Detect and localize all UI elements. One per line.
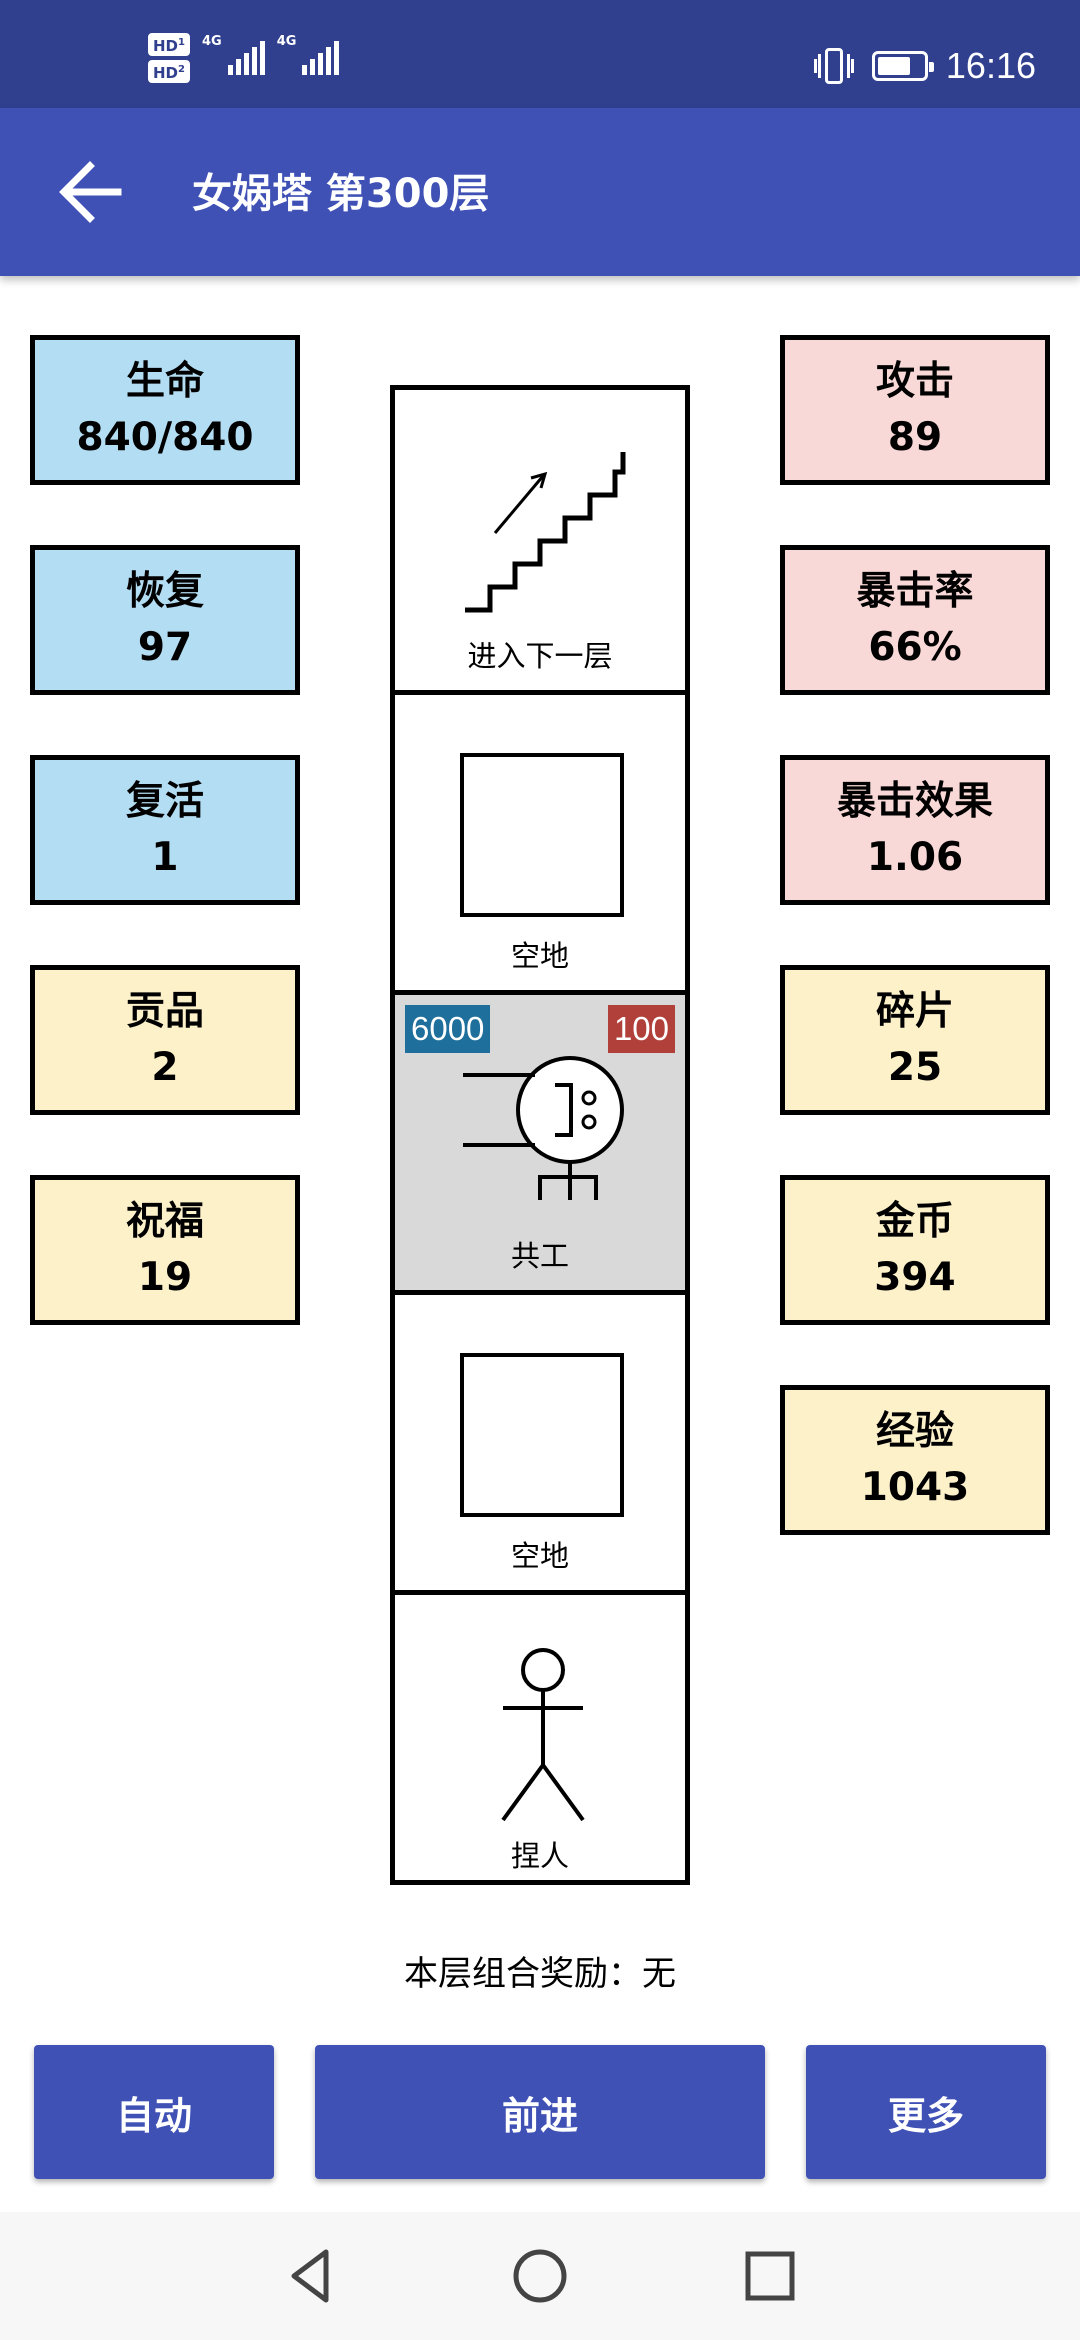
stairs-up-icon	[465, 452, 626, 613]
stat-value: 1.06	[866, 835, 964, 880]
vibrate-icon	[813, 48, 854, 84]
signal-strength-1-icon	[227, 41, 265, 75]
stat-crit-effect: 暴击效果 1.06	[780, 755, 1050, 905]
stick-figure-icon	[501, 1648, 585, 1822]
more-button[interactable]: 更多	[806, 2045, 1046, 2179]
status-bar: HD1 HD2 4G 4G 16:16	[0, 0, 1080, 108]
tower-column: 进入下一层 空地 6000 100 共工 空地	[390, 385, 690, 1885]
clock: 16:16	[945, 45, 1036, 86]
floor-reward-text: 本层组合奖励：无	[404, 1954, 676, 1994]
signal-strength-2-icon	[302, 41, 340, 75]
auto-button[interactable]: 自动	[34, 2045, 274, 2179]
navigation-bar	[0, 2212, 1080, 2340]
enemy-attack-badge: 100	[607, 1005, 675, 1053]
stat-label: 祝福	[125, 1199, 204, 1244]
tower-cell-empty[interactable]: 空地	[395, 1290, 685, 1590]
stat-blessing: 祝福 19	[30, 1175, 300, 1325]
signal-indicators: HD1 HD2 4G 4G	[148, 33, 340, 83]
nav-recents-icon[interactable]	[740, 2212, 800, 2340]
tower-cell-empty[interactable]: 空地	[395, 690, 685, 990]
stat-value: 394	[874, 1255, 956, 1300]
tower-cell-player[interactable]: 捏人	[395, 1590, 685, 1890]
cell-caption: 空地	[510, 939, 569, 973]
stat-value: 19	[137, 1255, 193, 1300]
stat-label: 生命	[125, 359, 204, 404]
arrow-left-icon	[59, 161, 122, 223]
stat-crit-rate: 暴击率 66%	[780, 545, 1050, 695]
enemy-hp-badge: 6000	[405, 1005, 491, 1053]
stat-label: 经验	[875, 1409, 954, 1454]
battery-icon	[871, 51, 934, 81]
stat-regen: 恢复 97	[30, 545, 300, 695]
network-type-1: 4G	[201, 34, 222, 49]
cell-caption: 进入下一层	[467, 639, 613, 673]
stat-tribute: 贡品 2	[30, 965, 300, 1115]
sim-indicators: HD1 HD2	[148, 33, 190, 83]
stat-label: 暴击率	[856, 569, 974, 614]
stat-label: 恢复	[125, 569, 204, 614]
stat-value: 2	[151, 1045, 179, 1090]
app-bar: 女娲塔 第300层	[0, 108, 1080, 276]
stat-value: 97	[137, 625, 193, 670]
stat-fragments: 碎片 25	[780, 965, 1050, 1115]
stat-value: 89	[887, 415, 943, 460]
stat-value: 840/840	[76, 415, 254, 460]
sim1-hd-icon: HD1	[148, 33, 190, 56]
nav-home-icon[interactable]	[510, 2212, 570, 2340]
stat-label: 攻击	[875, 359, 954, 404]
system-indicators: 16:16	[813, 38, 1036, 94]
stat-value: 25	[887, 1045, 943, 1090]
enemy-gonggong-icon	[463, 1056, 624, 1200]
sim2-hd-icon: HD2	[148, 60, 190, 83]
stat-value: 1	[151, 835, 179, 880]
network-type-2: 4G	[276, 34, 297, 49]
page-title: 女娲塔 第300层	[192, 171, 490, 217]
stat-hp: 生命 840/840	[30, 335, 300, 485]
nav-back-icon[interactable]	[280, 2212, 340, 2340]
tower-cell-enemy[interactable]: 6000 100 共工	[395, 990, 685, 1290]
stat-label: 暴击效果	[836, 779, 993, 824]
stat-label: 复活	[125, 779, 204, 824]
cell-caption: 捏人	[510, 1839, 569, 1873]
back-button[interactable]	[52, 152, 132, 232]
stat-gold: 金币 394	[780, 1175, 1050, 1325]
stat-label: 贡品	[125, 989, 204, 1034]
stat-revive: 复活 1	[30, 755, 300, 905]
empty-square-icon	[460, 753, 624, 917]
stat-attack: 攻击 89	[780, 335, 1050, 485]
empty-square-icon	[460, 1353, 624, 1517]
cell-caption: 空地	[510, 1539, 569, 1573]
stat-value: 66%	[868, 625, 962, 670]
stat-experience: 经验 1043	[780, 1385, 1050, 1535]
advance-button[interactable]: 前进	[315, 2045, 765, 2179]
tower-cell-stairs[interactable]: 进入下一层	[395, 390, 685, 690]
stat-label: 金币	[875, 1199, 954, 1244]
stat-value: 1043	[860, 1465, 970, 1510]
stat-label: 碎片	[875, 989, 954, 1034]
cell-caption: 共工	[510, 1239, 569, 1273]
